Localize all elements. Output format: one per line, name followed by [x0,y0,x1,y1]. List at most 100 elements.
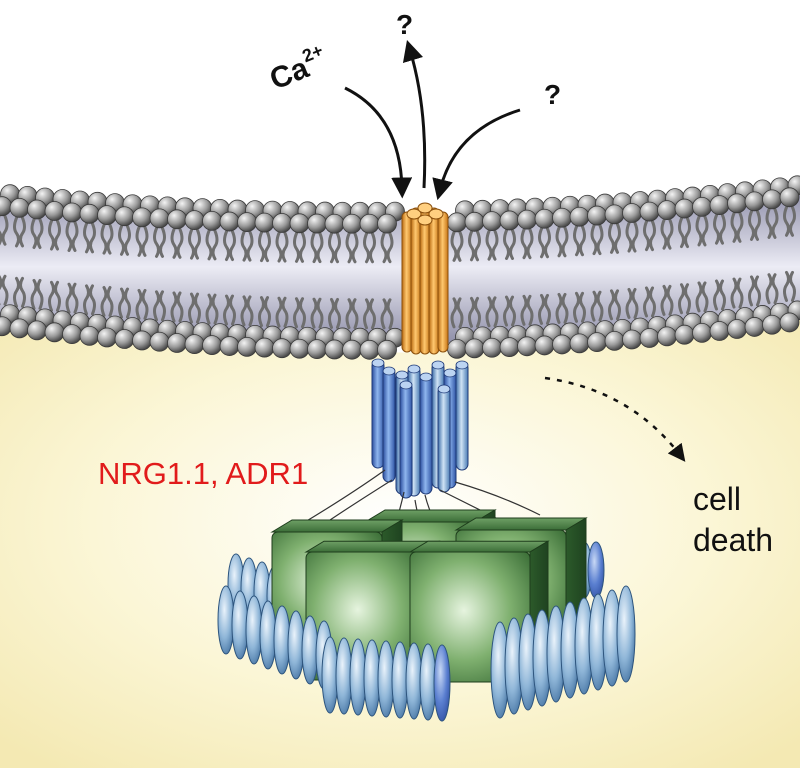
lipid-tail [491,296,499,328]
lipid-tail [608,289,615,321]
lipid-tail [89,222,96,254]
influx-question-mark: ? [544,79,561,110]
helix-top [431,360,445,370]
lipid-tail [13,276,20,308]
lipid-tail [281,231,289,263]
lipid-tail [555,292,563,324]
lipid-head [447,212,467,233]
lipid-tail [579,291,586,323]
lipid-head [622,329,642,350]
lipid-head [97,327,117,348]
lipid-tail [258,231,265,263]
lipid-tail [141,225,149,257]
lipid-tail [65,282,73,314]
lipid-tail [211,293,219,325]
lipid-tail [520,294,528,326]
lipid-head [132,330,152,351]
lipid-head [657,200,677,221]
lipid-head [132,207,152,228]
lipid-head [779,312,800,333]
lipid-tail [176,291,184,323]
helix [399,381,413,499]
lipid-tail [211,229,219,261]
lipid-tail [485,229,493,261]
lipid-tail [1,274,9,306]
lipid-tail [736,277,744,309]
lipid-tail [153,226,160,258]
lipid-head [9,197,30,218]
lipid-tail [456,297,464,329]
lipid-tail [100,285,108,317]
lipid-tail [771,273,779,305]
lipid-head [62,202,82,223]
lipid-head [727,193,747,214]
lipid-tail [643,286,650,318]
lipid-head [342,213,362,234]
lipid-head [44,322,65,343]
lipid-tail [48,219,55,251]
lipid-head [674,198,695,219]
cell-death-label-line1: cell [693,481,741,517]
lipid-head [604,204,625,225]
lipid-head [727,319,747,339]
influx-arrow-icon [432,108,521,201]
lipid-head [324,213,345,234]
helix-top [399,380,413,390]
lipid-tail [334,232,341,264]
lipid-tail [386,232,394,264]
lipid-tail [71,282,79,314]
lipid-head [359,339,380,360]
lipid-tail [719,279,726,311]
lipid-head [289,213,310,234]
helix-top [437,384,451,394]
lipid-tail [736,211,744,243]
lipid-tail [194,292,201,324]
lipid-tail [351,298,359,330]
lipid-tail [275,231,283,263]
lipid-tail [748,209,755,241]
lipid-tail [590,290,598,322]
lipid-head [604,330,625,351]
lipid-head [709,321,730,341]
lipid-head [359,213,380,234]
lipid-tail [83,284,90,316]
lipid-tail [614,222,621,254]
lipid-tail [561,292,569,324]
lipid-tail [54,219,61,251]
lipid-head [569,333,590,354]
lipid-tail [509,295,516,327]
lipid-tail [789,270,796,302]
lipid-tail [351,232,359,264]
lipid-tail [135,225,143,257]
lipid-tail [380,232,388,264]
lipid-tail [188,228,195,260]
protein-label: NRG1.1, ADR1 [98,456,308,491]
lipid-tail [223,230,230,262]
lipid-head [482,211,502,232]
lipid-tail [30,278,38,310]
lipid-tail [625,221,633,253]
lipid-tail [369,298,376,330]
lipid-tail [509,228,516,260]
lipid-tail [771,207,779,239]
helix-top [395,370,409,380]
lipid-tail [299,231,306,263]
lipid-head [709,195,730,216]
lipid-tail [65,220,73,252]
lipid-tail [713,213,720,245]
lipid-head [44,201,65,221]
lipid-tail [631,287,639,319]
lipid-tail [13,216,20,248]
lipid-tail [608,222,615,254]
lipid-tail [54,280,61,312]
lipid-tail [631,221,639,253]
lipid-tail [765,207,773,239]
lipid-tail [660,284,668,316]
lipid-head [517,336,537,357]
lipid-tail [701,281,709,313]
lipid-head [499,337,520,357]
lipid-head [114,206,135,227]
lipid-tail [19,276,26,308]
